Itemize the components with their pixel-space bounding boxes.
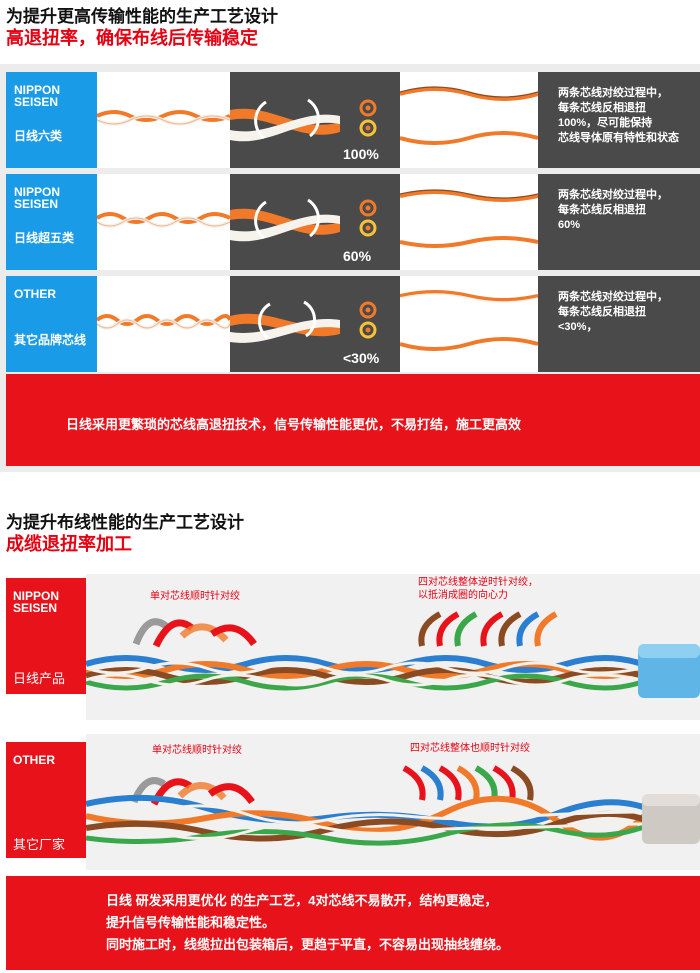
- annotation-single-pair: 单对芯线顺时针对绞: [152, 745, 242, 756]
- description-box: 两条芯线对绞过程中， 每条芯线反相退扭 60%: [538, 174, 700, 270]
- brand-label: OTHER 其它品牌芯线: [6, 276, 97, 372]
- comparison-row-cat6: NIPPON SEISEN 日线六类 100% 两: [6, 72, 700, 168]
- brand-label-other: OTHER 其它厂家: [6, 742, 86, 858]
- cable-image-other: 单对芯线顺时针对绞 四对芯线整体也顺时针对绞: [86, 734, 700, 870]
- wave-wire-image: [400, 72, 538, 168]
- annotation-four-pair: 四对芯线整体逆时针对绞， 以抵消成圈的向心力: [418, 577, 538, 601]
- wave-wire-image: [400, 174, 538, 270]
- twisted-wire-image: [97, 276, 230, 372]
- product-name: 日线超五类: [14, 231, 75, 245]
- comparison-row-other: OTHER 其它品牌芯线 <30% 两条芯线对绞过程中，: [6, 276, 700, 372]
- product-name: 日线六类: [14, 129, 63, 143]
- twist-closeup: 60%: [230, 174, 400, 270]
- brand-label: NIPPON SEISEN 日线六类: [6, 72, 97, 168]
- twisted-wire-image: [97, 72, 230, 168]
- product-name: 其它品牌芯线: [14, 333, 87, 347]
- twisted-wire-image: [97, 174, 230, 270]
- product-name: 其它厂家: [13, 837, 66, 852]
- cable-image-nippon: 单对芯线顺时针对绞 四对芯线整体逆时针对绞， 以抵消成圈的向心力: [86, 574, 700, 720]
- twist-closeup: 100%: [230, 72, 400, 168]
- twist-percent: 100%: [343, 146, 379, 162]
- brand-label-nippon: NIPPON SEISEN 日线产品: [6, 578, 86, 694]
- twist-percent: 60%: [343, 248, 372, 264]
- product-name: 日线产品: [13, 671, 66, 686]
- wave-wire-image: [400, 276, 538, 372]
- section1-summary-band: 日线采用更繁琐的芯线高退扭技术，信号传输性能更优，不易打结，施工更高效: [6, 374, 700, 466]
- annotation-single-pair: 单对芯线顺时针对绞: [150, 591, 240, 602]
- section2-summary-band: 日线 研发采用更优化 的生产工艺，4对芯线不易散开，结构更稳定， 提升信号传输性…: [6, 876, 700, 970]
- summary-text: 日线 研发采用更优化 的生产工艺，4对芯线不易散开，结构更稳定， 提升信号传输性…: [106, 893, 510, 952]
- twist-closeup: <30%: [230, 276, 400, 372]
- section1-title: 为提升更高传输性能的生产工艺设计: [6, 7, 278, 26]
- section2-subtitle: 成缆退扭率加工: [6, 534, 132, 554]
- brand-label: NIPPON SEISEN 日线超五类: [6, 174, 97, 270]
- twist-percent: <30%: [343, 350, 380, 366]
- comparison-row-cat5e: NIPPON SEISEN 日线超五类 60% 两: [6, 174, 700, 270]
- section1-subtitle: 高退扭率，确保布线后传输稳定: [6, 28, 258, 48]
- annotation-four-pair: 四对芯线整体也顺时针对绞: [410, 743, 530, 754]
- summary-text: 日线采用更繁琐的芯线高退扭技术，信号传输性能更优，不易打结，施工更高效: [66, 417, 522, 432]
- description-box: 两条芯线对绞过程中， 每条芯线反相退扭 <30%，: [538, 276, 700, 372]
- section2-title: 为提升布线性能的生产工艺设计: [6, 513, 244, 532]
- description-box: 两条芯线对绞过程中， 每条芯线反相退扭 100%，尽可能保持 芯线导体原有特性和…: [538, 72, 700, 168]
